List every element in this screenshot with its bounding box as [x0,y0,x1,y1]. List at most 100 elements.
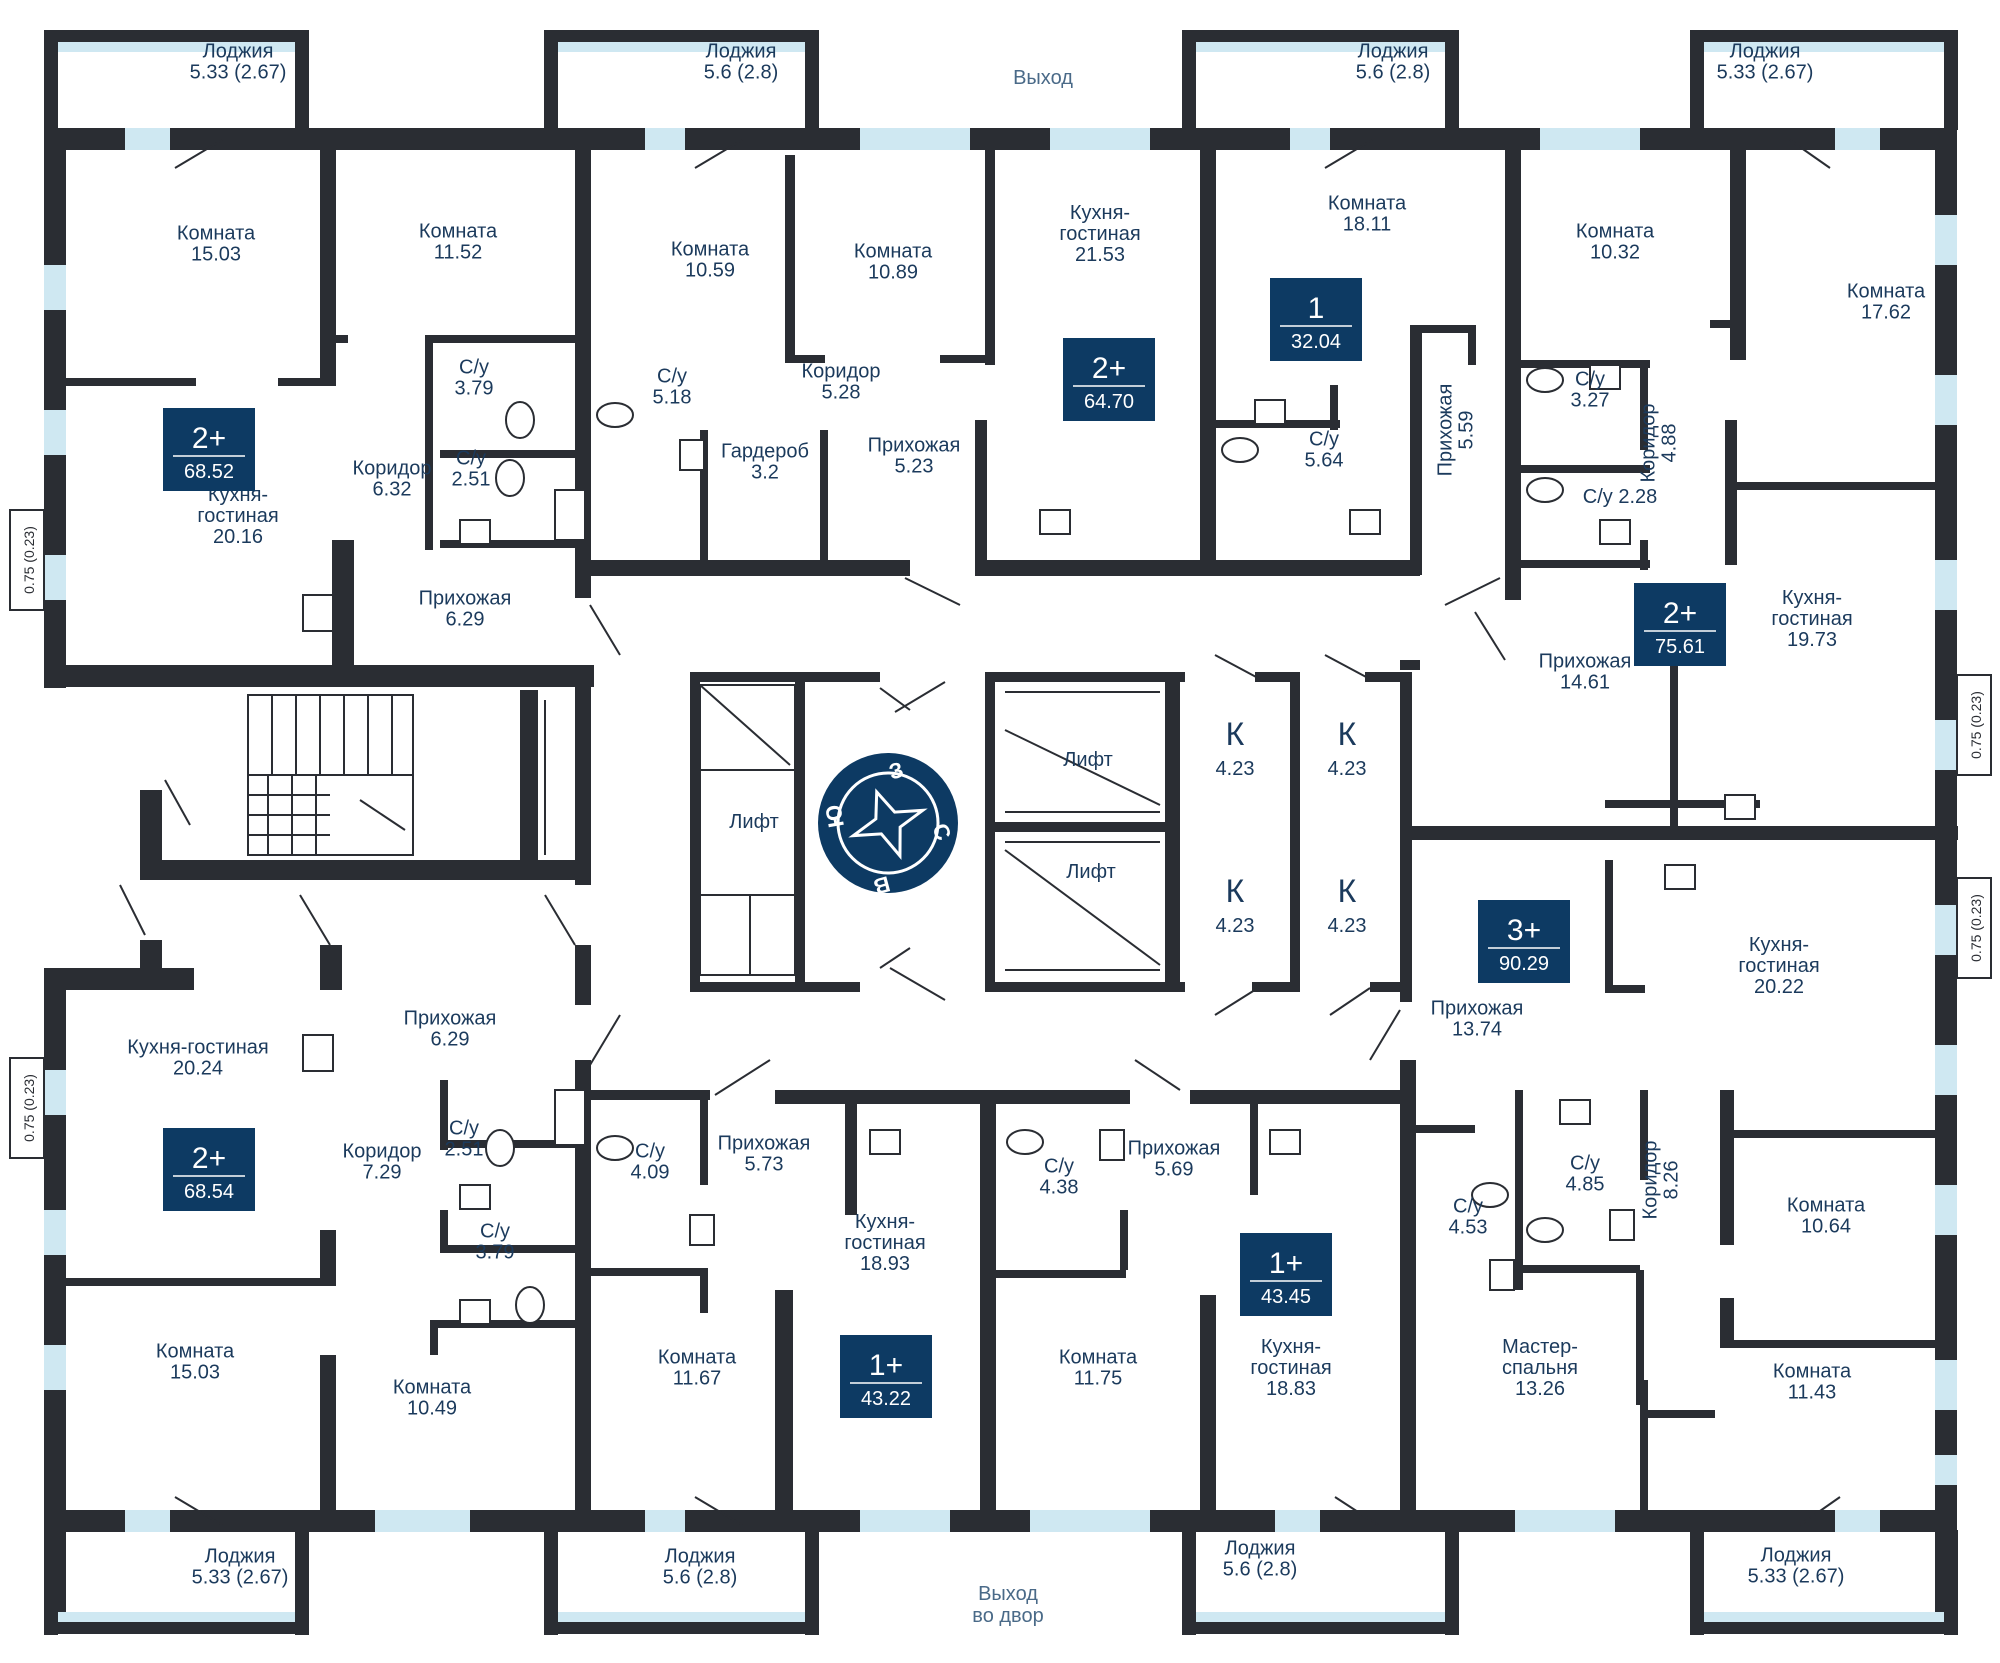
room-label-line: 5.6 (2.8) [663,1567,737,1589]
room-label-line: Комната [393,1377,472,1399]
storage-letter: К [1338,716,1357,752]
room-label-line: С/у [1575,369,1605,391]
room-label-line: 20.22 [1754,976,1804,998]
storage-letter: К [1226,873,1245,909]
apartment-area: 43.22 [861,1388,911,1410]
room-label-line: Лоджия [665,1546,736,1568]
room-label-line: Кухня- [855,1211,915,1233]
room-label-line: 20.16 [213,526,263,548]
apartment-badge[interactable]: 2+ 75.61 [1634,583,1726,666]
room-label-line: 14.61 [1560,672,1610,694]
room-label-line: 3.2 [751,462,779,484]
room-label-line: С/у [635,1141,665,1163]
apartment-badge[interactable]: 1+ 43.22 [840,1335,932,1418]
exit-top-label: Выход [1013,67,1073,89]
room-label-line: С/у [480,1221,510,1243]
exit-bottom-label-2: во двор [972,1605,1043,1627]
room-label-line: 10.49 [407,1398,457,1420]
room-label-line: Лифт [1063,749,1112,771]
room-label-line: 5.28 [822,382,861,404]
apartment-type: 1+ [1269,1247,1303,1280]
room-label: Коридор4.88 [1638,404,1681,483]
room-label-line: 6.29 [431,1029,470,1051]
room-label-line: С/у 2.28 [1583,486,1657,508]
room-label-line: Комната [1328,193,1407,215]
room-label-line: Кухня- [1782,587,1842,609]
room-label-line: 11.67 [673,1368,722,1390]
room-label-line: 10.64 [1801,1216,1851,1238]
room-label-line: Кухня- [1749,934,1809,956]
apartment-badge[interactable]: 2+ 68.52 [163,408,255,491]
room-label-line: Лоджия [203,41,274,63]
room-label-line: Лоджия [1358,41,1429,63]
apartment-badge[interactable]: 2+ 64.70 [1063,338,1155,421]
room-label-line: С/у [449,1118,479,1140]
apartment-badge[interactable]: 2+ 68.54 [163,1128,255,1211]
room-label-line: 20.24 [173,1058,223,1080]
room-label-line: 21.53 [1075,244,1125,266]
room-label-line: Прихожая [1431,998,1524,1020]
room-label-line: Прихожая [868,435,961,457]
apartment-type: 1+ [869,1349,903,1382]
room-label-line: 13.74 [1452,1019,1502,1041]
balcony-label: 0.75 (0.23) [1968,691,1984,759]
compass-west: З [886,757,906,785]
room-label-line: Прихожая [404,1008,497,1030]
room-label-line: Лоджия [1225,1538,1296,1560]
room-label: Лифт [729,811,778,833]
room-label-line: 10.89 [868,262,918,284]
apartment-badge[interactable]: 1 32.04 [1270,278,1362,361]
room-label-line: Кухня-гостиная [127,1037,269,1059]
room-label-line: 18.83 [1266,1378,1316,1400]
doors [119,139,1841,1526]
room-label-line: Коридор [802,361,881,383]
room-label-line: 10.59 [685,260,735,282]
room-label-line: 6.32 [373,479,412,501]
room-label-line: 4.53 [1449,1217,1488,1239]
room-label: С/у 2.28 [1583,486,1657,508]
apartment-area: 68.52 [184,461,234,483]
apartment-area: 75.61 [1655,636,1705,658]
room-label-line: 5.33 (2.67) [190,62,287,84]
room-label-line: Комната [1787,1195,1866,1217]
room-label-line: Лоджия [1761,1545,1832,1567]
room-label-line: Прихожая [419,588,512,610]
apartment-badge[interactable]: 3+ 90.29 [1478,900,1570,983]
room-label-line: Лоджия [706,41,777,63]
room-label-line: 3.79 [476,1242,515,1264]
room-label-line: С/у [1570,1153,1600,1175]
fixtures [302,364,1756,1325]
room-label-line: 11.75 [1074,1368,1123,1390]
room-label-line: Лифт [1066,861,1115,883]
room-label-line: 3.27 [1571,390,1610,412]
apartment-badge[interactable]: 1+ 43.45 [1240,1233,1332,1316]
room-label-line: Прихожая [1435,384,1457,477]
